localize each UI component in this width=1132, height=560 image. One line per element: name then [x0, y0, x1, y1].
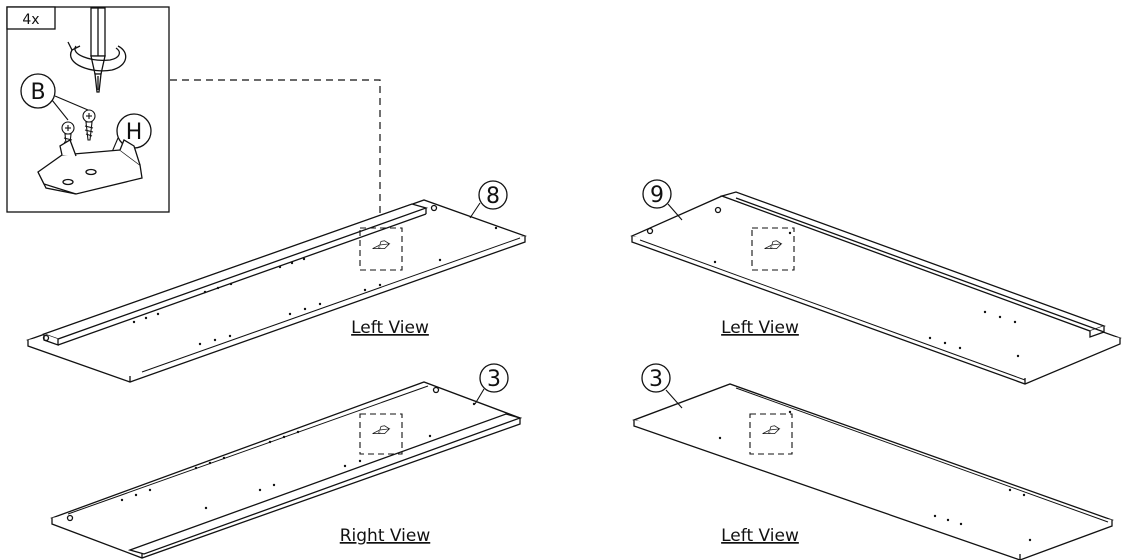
rotate-arrow-icon	[67, 41, 127, 72]
panel-callout-8: 8	[486, 184, 500, 209]
panel-8-drawing	[26, 199, 527, 383]
callout-circle-3a	[479, 363, 509, 393]
callout-circle-b	[20, 73, 56, 109]
detail-leader-line	[170, 79, 381, 230]
part-label-h: H	[126, 120, 143, 145]
view-label-panel-9: Left View	[721, 318, 799, 338]
panel-callout-3-right: 3	[487, 367, 501, 392]
view-label-panel-8: Left View	[351, 318, 429, 338]
callout-circle-3b	[641, 363, 671, 393]
screw-icon	[82, 109, 96, 141]
view-label-panel-3-left: Left View	[721, 526, 799, 546]
panel-9-drawing	[630, 191, 1122, 385]
panel-callout-9: 9	[650, 183, 664, 208]
callout-circle-9	[642, 179, 672, 209]
bracket-icon	[37, 139, 143, 195]
screwdriver-icon	[90, 7, 106, 93]
panel-3-left-view-drawing	[632, 383, 1114, 560]
quantity-label: 4x	[22, 12, 39, 28]
part-label-b: B	[30, 80, 45, 105]
screw-detail-inset: 4x B	[6, 6, 170, 213]
view-label-panel-3-right: Right View	[340, 526, 431, 546]
callout-circle-8	[478, 180, 508, 210]
panel-callout-3-left: 3	[649, 367, 663, 392]
panel-3-right-view-drawing	[50, 381, 523, 559]
